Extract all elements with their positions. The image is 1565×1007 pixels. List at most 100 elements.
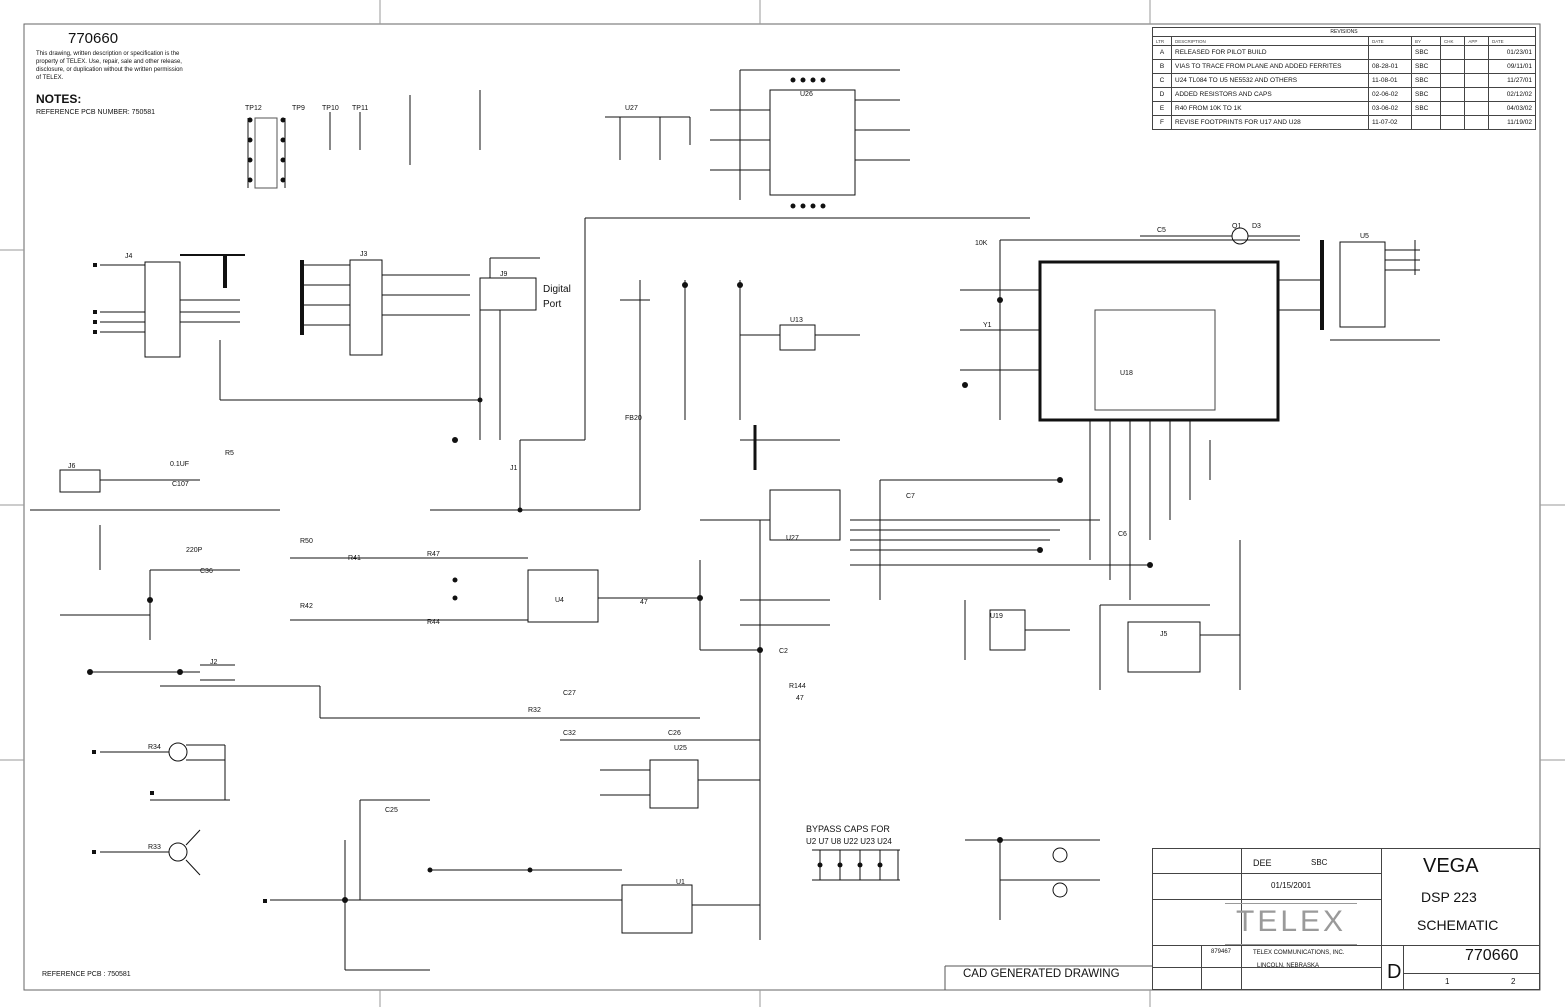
rev-by: SBC: [1411, 73, 1441, 88]
rev-ltr: C: [1152, 73, 1172, 88]
digital-port-label: Digital Port: [543, 284, 571, 310]
rev-ltr: A: [1152, 45, 1172, 60]
project-code: 879467: [1211, 949, 1232, 955]
ic-u1: [270, 799, 760, 971]
rev-date: 02-06-02: [1368, 87, 1412, 102]
svg-text:R32: R32: [528, 707, 541, 714]
rev-header-date: DATE: [1368, 36, 1412, 46]
component-labels: J4 J3 J9 J1 J6 J2 U26 U27 U13 U18 U5 U27…: [68, 91, 1369, 886]
svg-text:U5: U5: [1360, 233, 1369, 240]
rev-app: [1464, 87, 1489, 102]
rev-ltr: B: [1152, 59, 1172, 74]
svg-text:J5: J5: [1160, 631, 1168, 638]
rev-header-ltr: LTR: [1152, 36, 1172, 46]
ic-u27: [700, 425, 841, 541]
rev-approved: 11/19/02: [1488, 115, 1536, 130]
rev-ltr: D: [1152, 87, 1172, 102]
revision-row: E R40 FROM 10K TO 1K 03-06-02 SBC 04/03/…: [1152, 101, 1536, 116]
transistor-q22: [100, 742, 230, 801]
rev-desc: U24 TL084 TO U5 NE5532 AND OTHERS: [1171, 73, 1369, 88]
revision-row: F REVISE FOOTPRINTS FOR U17 AND U28 11-0…: [1152, 115, 1536, 130]
rev-date: 11-08-01: [1368, 73, 1412, 88]
rev-app: [1464, 73, 1489, 88]
revision-row: B VIAS TO TRACE FROM PLANE AND ADDED FER…: [1152, 59, 1536, 74]
rev-date: 08-28-01: [1368, 59, 1412, 74]
rev-desc: REVISE FOOTPRINTS FOR U17 AND U28: [1171, 115, 1369, 130]
cad-generated-note: CAD GENERATED DRAWING: [963, 968, 1120, 980]
signal-buses: [430, 217, 1150, 600]
drawing-number: 770660: [1465, 947, 1519, 964]
svg-text:J9: J9: [500, 271, 508, 278]
svg-text:C36: C36: [200, 568, 213, 575]
connector-j6: [30, 469, 280, 640]
svg-text:D3: D3: [1252, 223, 1261, 230]
rev-app: [1464, 115, 1489, 130]
svg-text:U26: U26: [800, 91, 813, 98]
svg-text:U25: U25: [674, 745, 687, 752]
rev-by: SBC: [1411, 101, 1441, 116]
rev-chk: [1439, 45, 1466, 60]
company-city: LINCOLN, NEBRASKA: [1257, 963, 1320, 969]
connector-j5: [1099, 540, 1241, 690]
svg-text:J1: J1: [510, 465, 518, 472]
sheet-size: D: [1387, 961, 1402, 983]
title-block: DEE SBC 01/15/2001 879467 TELEX COMMUNIC…: [1152, 848, 1540, 990]
rev-date: [1368, 45, 1412, 60]
product-model: DSP 223: [1421, 889, 1477, 905]
svg-text:C6: C6: [1118, 531, 1127, 538]
ic-u4: [290, 520, 830, 940]
rev-date: 03-06-02: [1368, 101, 1412, 116]
svg-text:R50: R50: [300, 538, 313, 545]
revision-table-header: LTR DESCRIPTION DATE BY CHK APP DATE: [1152, 36, 1536, 46]
revision-table: REVISIONS LTR DESCRIPTION DATE BY CHK AP…: [1152, 27, 1536, 130]
svg-text:Q1: Q1: [1232, 223, 1241, 230]
svg-text:220P: 220P: [186, 547, 203, 554]
ic-u26: [710, 69, 910, 200]
svg-text:C2: C2: [779, 648, 788, 655]
connector-j9: [479, 257, 540, 440]
svg-text:U27: U27: [786, 535, 799, 542]
rev-date: 11-07-02: [1368, 115, 1412, 130]
revision-row: D ADDED RESISTORS AND CAPS 02-06-02 SBC …: [1152, 87, 1536, 102]
ic-u19: [964, 600, 1070, 660]
sheet-number: 1: [1445, 977, 1450, 986]
rev-approved: 11/27/01: [1488, 73, 1536, 88]
rev-header-chk: CHK: [1439, 36, 1466, 46]
rev-approved: 04/03/02: [1488, 101, 1536, 116]
rev-approved: 01/23/01: [1488, 45, 1536, 60]
rev-approved: 09/11/01: [1488, 59, 1536, 74]
ic-u25: [560, 739, 760, 809]
rev-chk: [1439, 115, 1466, 130]
company-logo-frame: [1225, 903, 1357, 945]
svg-text:U13: U13: [790, 317, 803, 324]
rev-header-appdate: DATE: [1488, 36, 1536, 46]
bypass-parts: U2 U7 U8 U22 U23 U24: [806, 837, 892, 846]
svg-text:R42: R42: [300, 603, 313, 610]
drawing-number-top: 770660: [68, 30, 119, 47]
junction-dots: [87, 77, 1153, 903]
svg-text:R41: R41: [348, 555, 361, 562]
rev-header-desc: DESCRIPTION: [1171, 36, 1369, 46]
checked-by: SBC: [1311, 858, 1328, 867]
svg-text:U4: U4: [555, 597, 564, 604]
svg-text:TP9: TP9: [292, 105, 305, 112]
rev-chk: [1439, 59, 1466, 74]
bypass-heading: BYPASS CAPS FOR: [806, 824, 890, 834]
svg-text:TP10: TP10: [322, 105, 339, 112]
transistor-q-network: [965, 839, 1100, 920]
bypass-caps: [812, 849, 900, 881]
svg-text:47: 47: [796, 695, 804, 702]
revision-table-title: REVISIONS: [1152, 27, 1536, 37]
svg-text:C26: C26: [668, 730, 681, 737]
ic-u5: [1278, 240, 1440, 341]
transistor-q1: [1140, 227, 1300, 245]
rev-chk: [1439, 101, 1466, 116]
svg-text:C32: C32: [563, 730, 576, 737]
ic-u27-top: [605, 116, 691, 160]
ic-u13: [620, 280, 860, 420]
svg-text:U27: U27: [625, 105, 638, 112]
rev-header-by: BY: [1411, 36, 1441, 46]
ic-u18: [960, 239, 1300, 600]
